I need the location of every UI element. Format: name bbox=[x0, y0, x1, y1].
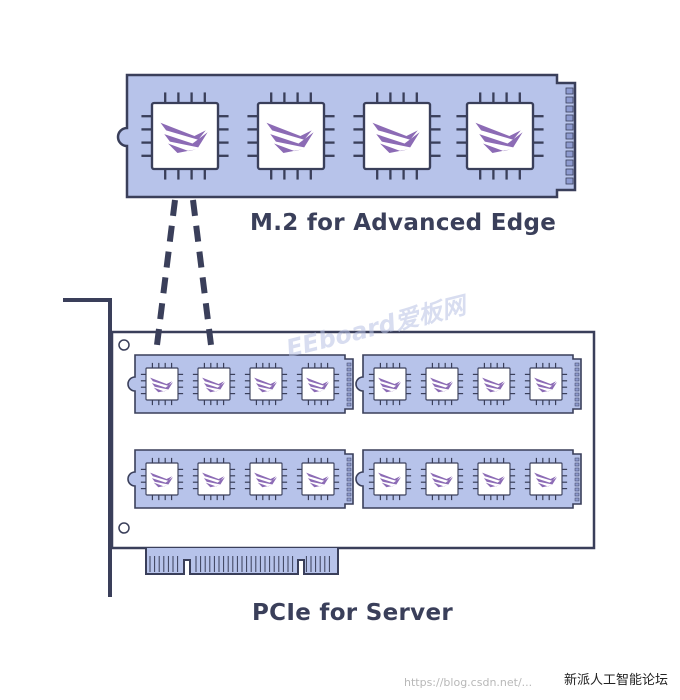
pcie-chip bbox=[524, 457, 568, 501]
logo-icon bbox=[254, 472, 277, 488]
pcie-chip bbox=[192, 362, 236, 406]
logo-icon bbox=[482, 377, 505, 393]
pcie-label: PCIe for Server bbox=[252, 600, 453, 626]
logo-icon bbox=[534, 377, 557, 393]
pcie-chip bbox=[296, 362, 340, 406]
logo-icon bbox=[306, 377, 329, 393]
pcie-bracket bbox=[63, 298, 112, 597]
pcie-chip bbox=[140, 362, 184, 406]
logo-icon bbox=[202, 472, 225, 488]
pcie-chip bbox=[420, 457, 464, 501]
m2-chip bbox=[247, 92, 335, 180]
pcie-mount-hole bbox=[118, 339, 130, 351]
logo-icon bbox=[430, 377, 453, 393]
m2-card bbox=[116, 73, 577, 199]
pcie-chip bbox=[140, 457, 184, 501]
logo-icon bbox=[372, 122, 420, 153]
pcie-chip bbox=[472, 457, 516, 501]
logo-icon bbox=[482, 472, 505, 488]
logo-icon bbox=[150, 377, 173, 393]
forum-watermark: 新派人工智能论坛 bbox=[560, 668, 673, 689]
logo-icon bbox=[150, 472, 173, 488]
logo-icon bbox=[306, 472, 329, 488]
logo-icon bbox=[254, 377, 277, 393]
pcie-chip bbox=[524, 362, 568, 406]
pcie-chip bbox=[472, 362, 516, 406]
connection-line-right bbox=[190, 199, 214, 346]
pcie-chip bbox=[296, 457, 340, 501]
connection-line-left bbox=[154, 199, 178, 346]
pcie-chip bbox=[244, 457, 288, 501]
logo-icon bbox=[475, 122, 523, 153]
pcie-edge-connector bbox=[145, 548, 339, 575]
csdn-watermark: https://blog.csdn.net/... bbox=[404, 676, 533, 689]
pcie-chip bbox=[244, 362, 288, 406]
m2-chip bbox=[353, 92, 441, 180]
pcie-m2-module bbox=[355, 354, 582, 414]
pcie-chip bbox=[368, 457, 412, 501]
pcie-chip bbox=[420, 362, 464, 406]
m2-chip bbox=[456, 92, 544, 180]
pcie-m2-module bbox=[355, 449, 582, 509]
logo-icon bbox=[202, 377, 225, 393]
logo-icon bbox=[378, 472, 401, 488]
pcie-chip bbox=[192, 457, 236, 501]
logo-icon bbox=[534, 472, 557, 488]
logo-icon bbox=[430, 472, 453, 488]
logo-icon bbox=[266, 122, 314, 153]
pcie-chip bbox=[368, 362, 412, 406]
m2-chip bbox=[141, 92, 229, 180]
logo-icon bbox=[160, 122, 208, 153]
logo-icon bbox=[378, 377, 401, 393]
pcie-mount-hole bbox=[118, 522, 130, 534]
pcie-m2-module bbox=[127, 354, 354, 414]
m2-label: M.2 for Advanced Edge bbox=[250, 210, 557, 236]
pcie-m2-module bbox=[127, 449, 354, 509]
